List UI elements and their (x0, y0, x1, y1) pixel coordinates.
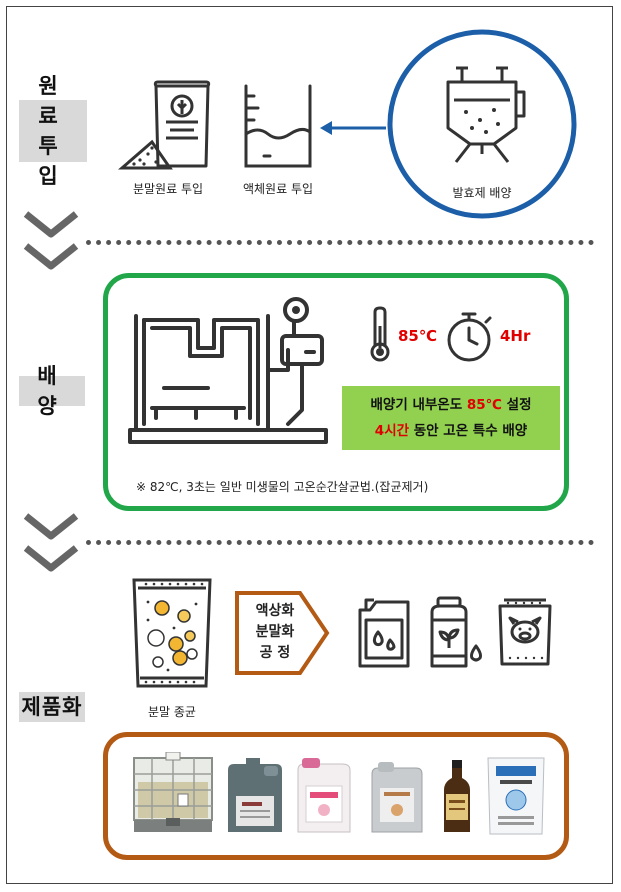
stage-label-raw-material: 원 료 투 입 (19, 74, 87, 188)
stage-label-line: 원 료 (38, 74, 68, 128)
brown-bottle-photo (440, 760, 474, 834)
process-arrow-shape (234, 590, 330, 676)
text-segment: 동안 고온 특수 배양 (409, 423, 528, 439)
fermenter-circle (386, 28, 578, 220)
powder-input-caption: 분말원료 투입 (132, 182, 204, 196)
ferment-caption: 발효제 배양 (452, 186, 512, 200)
liquid-input-caption: 액체원료 투입 (242, 182, 314, 196)
white-jerrycan-photo (292, 756, 356, 834)
sterilization-note: ※ 82℃, 3초는 일반 미생물의 고온순간살균법.(잡균제거) (136, 480, 429, 494)
duration-value: 4Hr (500, 327, 531, 345)
fermenter-icon (436, 62, 528, 164)
products-panel (103, 732, 569, 860)
ibc-tote-photo (132, 752, 214, 836)
plant-bottle-icon (422, 596, 484, 670)
liquid-jug-icon (356, 596, 412, 670)
page-frame (6, 6, 613, 884)
culture-condition-line-1: 배양기 내부온도 85℃ 설정 (370, 392, 531, 418)
text-segment: 배양기 내부온도 (370, 397, 467, 413)
temperature-value: 85℃ (398, 327, 438, 345)
divider-dotted (86, 540, 594, 545)
chevron-down-icon (22, 210, 80, 276)
process-text: 액상화 분말화 공 정 (240, 601, 310, 664)
process-line: 공 정 (259, 645, 291, 661)
dark-jerrycan-photo (220, 756, 284, 834)
text-segment-red: 85℃ (466, 397, 502, 413)
stage-label-culture: 배 양 (19, 364, 85, 418)
divider-dotted (86, 240, 594, 245)
culture-condition-line-2: 4시간 동안 고온 특수 배양 (375, 418, 527, 444)
culture-condition-box: 배양기 내부온도 85℃ 설정 4시간 동안 고온 특수 배양 (342, 386, 560, 450)
chevron-down-icon (22, 512, 80, 578)
beaker-icon (238, 82, 318, 174)
process-line: 액상화 (255, 603, 295, 619)
seed-bag-icon (128, 574, 216, 692)
text-segment: 설정 (501, 397, 532, 413)
culture-panel (103, 273, 569, 511)
seed-caption: 분말 종균 (148, 705, 196, 719)
stage-label-production: 제품화 (19, 692, 85, 722)
arrow-left-icon (318, 120, 388, 136)
text-segment-red: 4시간 (374, 423, 410, 439)
grey-jerrycan-photo (366, 760, 428, 834)
pig-feed-bag-icon (496, 598, 554, 670)
stopwatch-icon (444, 310, 498, 364)
powder-bag-icon (118, 80, 218, 172)
thermometer-icon (366, 306, 394, 362)
feed-sack-photo (484, 754, 548, 838)
incubator-machine-icon (128, 290, 328, 450)
process-line: 분말화 (255, 624, 295, 640)
stage-label-line: 투 입 (38, 134, 68, 188)
